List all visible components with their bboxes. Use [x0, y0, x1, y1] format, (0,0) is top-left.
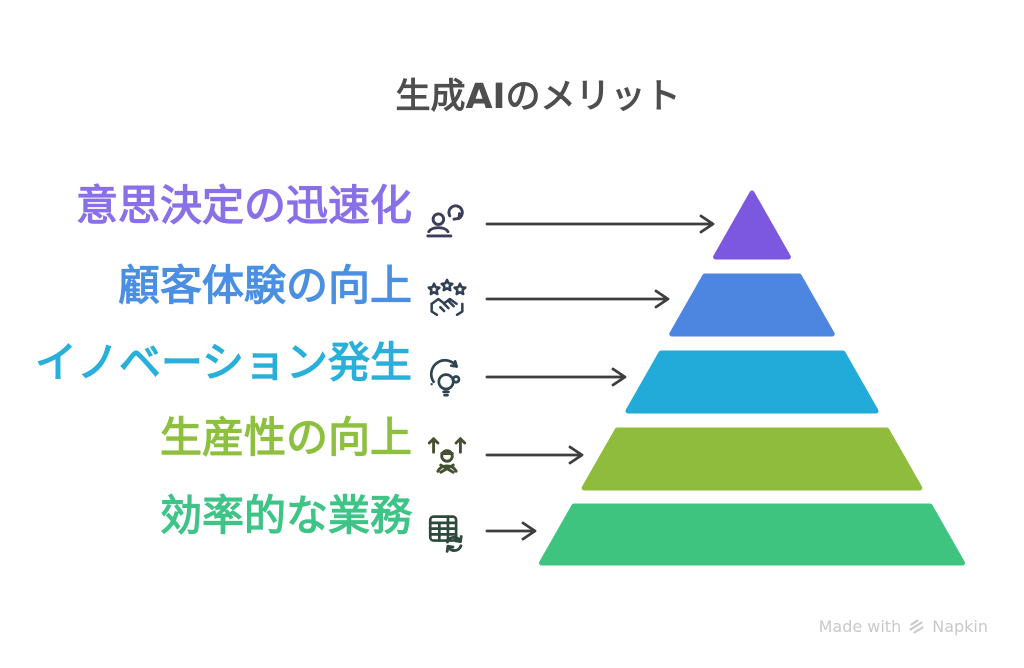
person-growth-arrows-icon: [424, 432, 470, 478]
watermark-brand: Napkin: [932, 617, 988, 636]
connector-arrow-4: [485, 445, 584, 465]
pyramid-layer-3: [625, 350, 879, 414]
level-label-1: 意思決定の迅速化: [75, 181, 412, 230]
pyramid-layer-1: [713, 190, 791, 260]
level-label-3: イノベーション発生: [34, 338, 412, 387]
level-label-2: 顧客体験の向上: [117, 261, 412, 310]
level-label-5: 効率的な業務: [159, 491, 412, 540]
connector-arrow-2: [485, 289, 670, 309]
napkin-logo-icon: [909, 619, 924, 634]
connector-arrow-5: [485, 521, 537, 541]
lightbulb-innovation-icon: [424, 354, 470, 400]
pyramid-layer-4: [581, 427, 923, 491]
pyramid-layer-2: [669, 273, 835, 337]
watermark-prefix: Made with: [818, 617, 902, 636]
decision-person-refresh-icon: [424, 201, 470, 247]
table-refresh-icon: [424, 508, 470, 554]
connector-arrow-1: [485, 214, 715, 234]
stars-handshake-icon: [424, 277, 470, 323]
diagram-title: 生成AIのメリット: [395, 77, 681, 117]
level-label-4: 生産性の向上: [159, 413, 412, 462]
connector-arrow-3: [485, 367, 627, 387]
pyramid-layer-5: [538, 503, 966, 566]
napkin-watermark: Made with Napkin: [819, 617, 988, 636]
